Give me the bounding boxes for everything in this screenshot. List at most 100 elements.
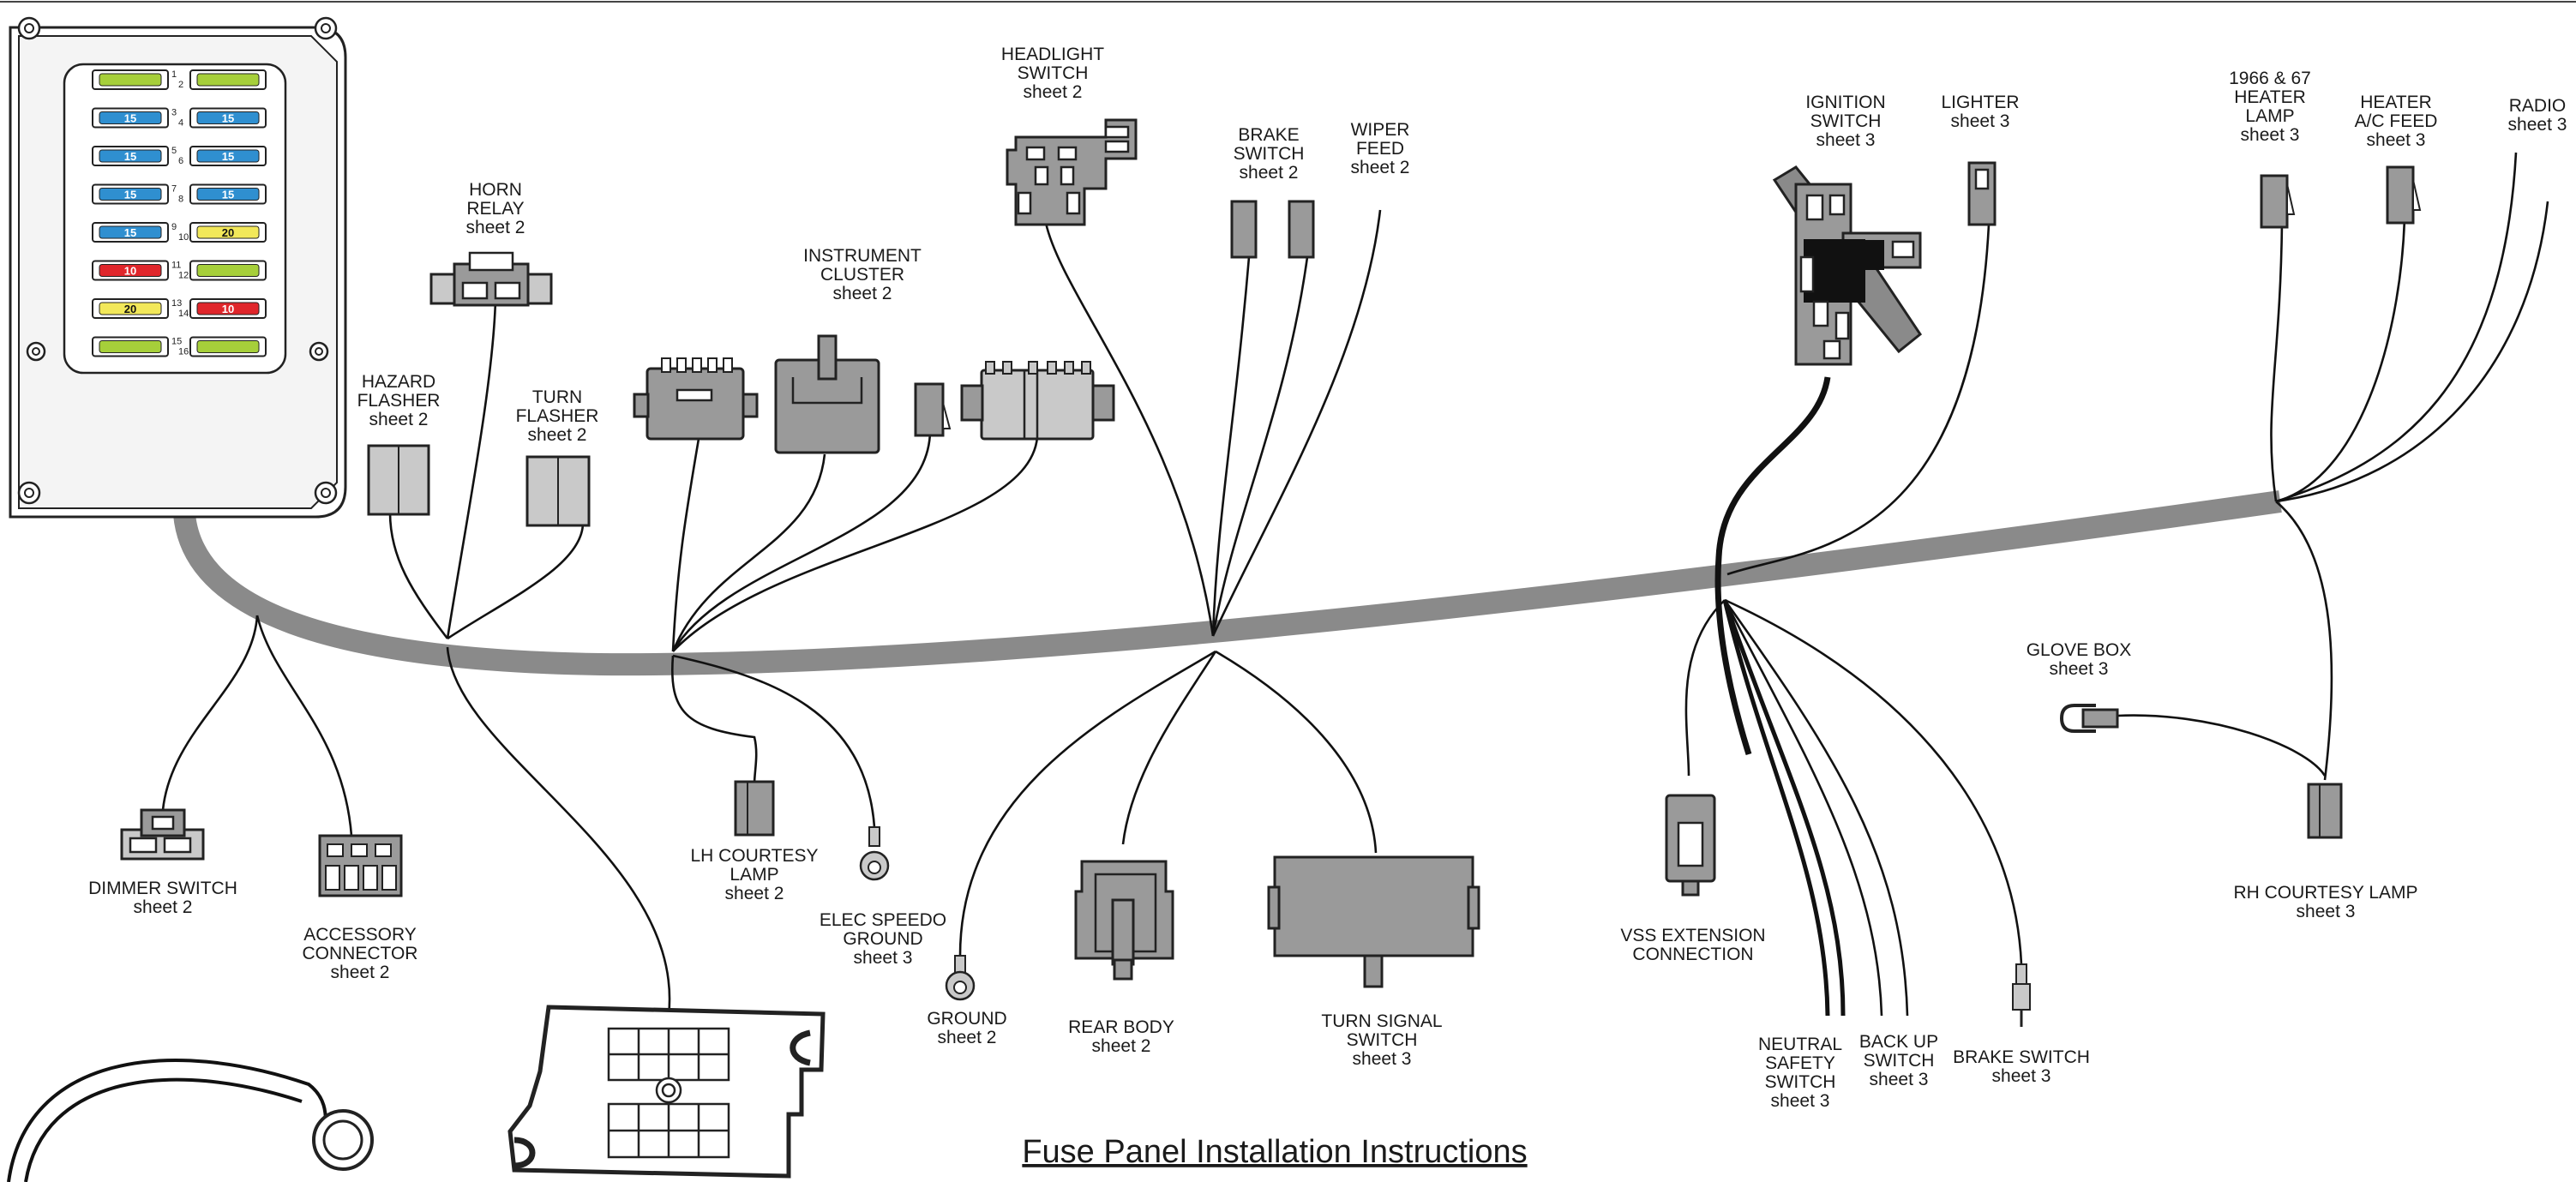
fuse: 16 <box>178 336 267 357</box>
fuse-position: 14 <box>178 309 189 319</box>
mount-hole <box>17 16 338 505</box>
fuse-value: 10 <box>124 265 136 278</box>
fuse-value: 15 <box>124 189 136 201</box>
horn-relay-connector <box>429 251 553 307</box>
fuse: 15 9 <box>92 222 177 243</box>
heater-lamp-connector <box>2260 174 2296 229</box>
fuse-position: 16 <box>178 347 189 357</box>
main-harness <box>173 490 2282 676</box>
brake-switch-bottom-connector <box>2012 963 2031 1027</box>
rear-body-connector <box>1074 860 1174 981</box>
cluster-connector-4 <box>960 361 1115 441</box>
fuse: 15 4 <box>178 107 267 129</box>
fuse-value: 15 <box>222 150 234 163</box>
fuse-position: 7 <box>171 184 177 195</box>
headlight-switch-connector <box>1006 118 1138 226</box>
rh-courtesy-lamp-connector <box>2307 783 2343 839</box>
ignition-switch-connector <box>1772 165 1923 366</box>
fuse: 15 6 <box>178 146 267 166</box>
lh-courtesy-lamp-connector <box>734 780 775 837</box>
fuse-value: 20 <box>222 226 234 239</box>
fuse: 15 5 <box>92 146 177 166</box>
fuse-position: 12 <box>178 271 189 281</box>
fuse: 2 <box>178 69 267 90</box>
fuse-value: 15 <box>124 226 136 239</box>
elec-speedo-ground-terminal <box>859 826 890 881</box>
dimmer-switch-connector <box>120 808 205 861</box>
fuse-position: 11 <box>171 261 181 271</box>
fuse-value: 15 <box>124 150 136 163</box>
fuse-position: 15 <box>171 337 182 347</box>
fuse: 15 8 <box>178 183 267 205</box>
bottom-left-ring-terminal <box>312 1109 374 1171</box>
fuse: 15 <box>92 336 182 357</box>
diagram-title: Fuse Panel Installation Instructions <box>1022 1134 1527 1170</box>
lighter-connector <box>1967 161 1997 226</box>
ground-terminal <box>945 955 976 1001</box>
accessory-connector-body <box>318 834 403 897</box>
fuse-position: 9 <box>171 222 177 232</box>
cluster-connector-2 <box>774 334 880 454</box>
fuse-position: 2 <box>178 80 183 90</box>
fuse-value: 15 <box>222 112 234 125</box>
fuse-value: 20 <box>124 303 136 315</box>
fuse-position: 13 <box>171 298 182 309</box>
fuse-value: 15 <box>124 112 136 125</box>
turn-signal-switch-connector <box>1267 855 1480 988</box>
fuse-position: 5 <box>171 146 177 156</box>
cluster-connector-3 <box>914 382 952 437</box>
heater-ac-feed-connector <box>2386 165 2422 225</box>
wires <box>7 152 2549 1182</box>
fuse-block-connector <box>507 1005 826 1179</box>
fuse: 1 <box>92 69 177 90</box>
turn-flasher-connector <box>525 455 591 527</box>
fuse-position: 3 <box>171 108 177 118</box>
brake-switch-connectors <box>1230 200 1315 259</box>
vss-extension-connector <box>1665 794 1716 897</box>
fuse-position: 4 <box>178 118 183 129</box>
fuse-position: 8 <box>178 195 183 205</box>
cluster-connector-1 <box>633 357 759 441</box>
fuse: 15 3 <box>92 107 177 129</box>
fuse: 10 11 <box>92 260 181 281</box>
fuse: 12 <box>178 260 267 281</box>
fuse-value: 15 <box>222 189 234 201</box>
hazard-flasher-connector <box>367 444 430 516</box>
fuse-position: 1 <box>171 69 177 80</box>
glove-box-connector <box>2059 704 2119 733</box>
fuse-position: 10 <box>178 232 189 243</box>
fuse-position: 6 <box>178 156 183 166</box>
fuse: 15 7 <box>92 183 177 205</box>
